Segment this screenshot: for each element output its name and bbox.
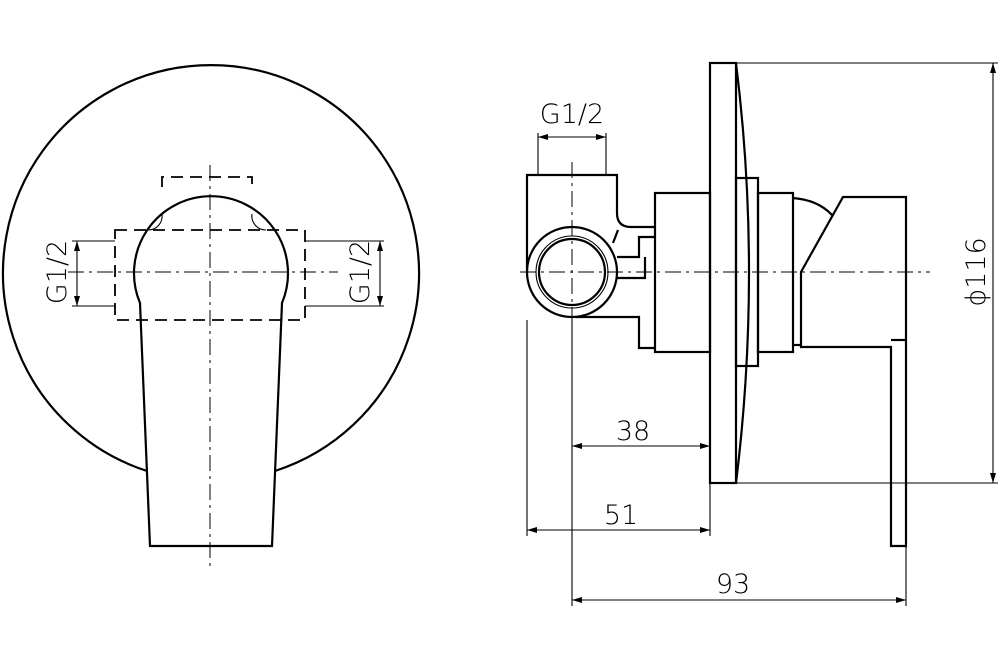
hidden-arc-left [147, 213, 163, 231]
handle-arc [792, 196, 833, 216]
front-view: G1/2 G1/2 [1, 63, 421, 568]
inlet-thread-label: G1/2 [540, 99, 604, 130]
thread-mark [611, 229, 620, 244]
side-view: G1/2 ϕ116 38 51 93 [520, 61, 998, 606]
wall-plate [708, 61, 738, 485]
connector-stub [617, 235, 655, 280]
depth-38-label: 38 [616, 416, 650, 447]
inlet-elbow [525, 173, 655, 272]
cover-plate-outline [1, 63, 421, 473]
left-thread-label: G1/2 [42, 240, 73, 304]
diameter-label: ϕ116 [961, 237, 992, 306]
hidden-valve-top [161, 176, 253, 187]
hidden-arc-right [251, 213, 267, 231]
outlet-lower [575, 315, 655, 350]
right-thread-label: G1/2 [345, 240, 376, 304]
depth-51-label: 51 [604, 500, 638, 531]
handle-side [799, 195, 908, 548]
depth-93-label: 93 [716, 569, 750, 600]
inlet-inner [537, 237, 607, 307]
handle-outline [132, 195, 290, 548]
plate-curve [734, 62, 751, 484]
